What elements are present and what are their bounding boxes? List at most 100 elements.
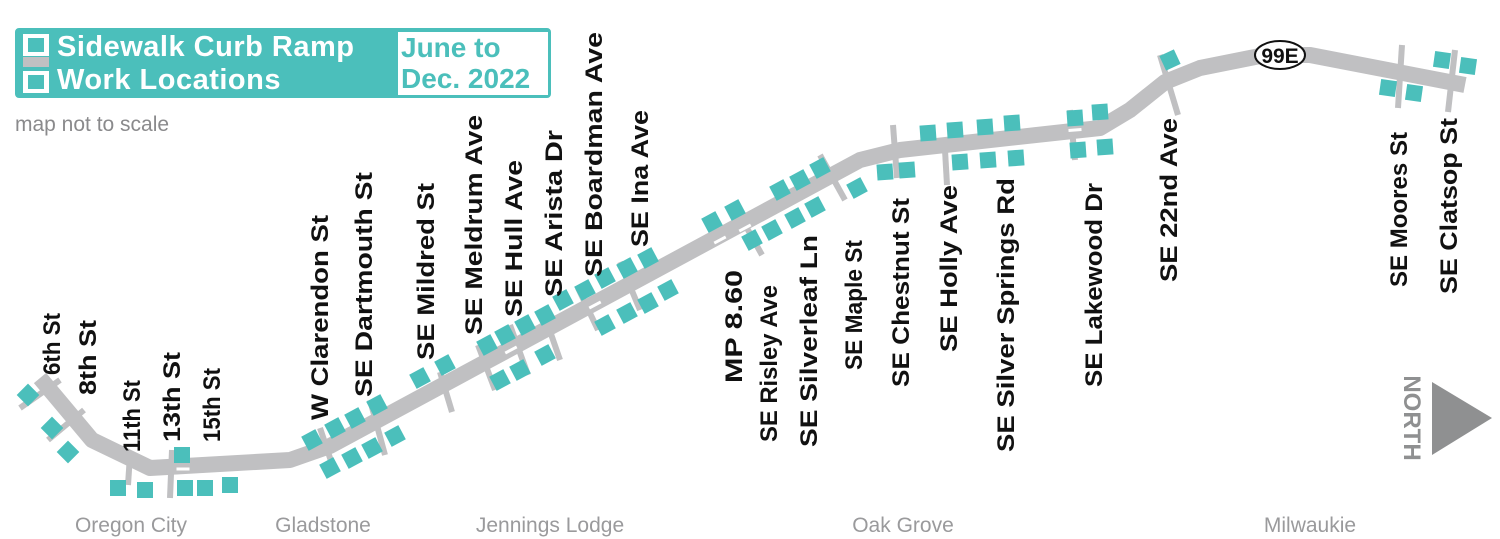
curb-ramp-marker bbox=[761, 219, 783, 241]
street-label: SE Maple St bbox=[841, 240, 868, 370]
town-oak-grove: Oak Grove bbox=[852, 514, 954, 537]
curb-ramp-legend-icon bbox=[23, 34, 49, 56]
curb-ramp-marker bbox=[976, 118, 994, 136]
curb-ramp-marker bbox=[637, 292, 659, 314]
highway-shield-label: 99E bbox=[1261, 45, 1298, 68]
street-label: SE Silverleaf Ln bbox=[796, 235, 823, 447]
curb-ramp-marker bbox=[616, 257, 638, 279]
curb-ramp-marker bbox=[594, 267, 616, 289]
town-jennings-lodge: Jennings Lodge bbox=[476, 514, 624, 537]
street-label: 13th St bbox=[159, 352, 186, 442]
curb-ramp-marker bbox=[489, 369, 511, 391]
curb-ramp-marker bbox=[574, 279, 596, 301]
street-labels: 6th St 8th St 11th St 13th St 15th St W Clare… bbox=[39, 32, 1463, 452]
curb-ramp-marker bbox=[301, 429, 323, 451]
curb-ramp-marker bbox=[361, 437, 383, 459]
curb-ramp-marker bbox=[222, 477, 238, 493]
curb-ramp-marker bbox=[197, 480, 213, 496]
street-label: SE Hull Ave bbox=[501, 160, 528, 317]
curb-ramp-marker bbox=[1003, 114, 1021, 132]
curb-ramp-legend-icon bbox=[23, 71, 49, 93]
curb-ramp-marker bbox=[16, 383, 40, 407]
curb-ramp-marker bbox=[594, 314, 616, 336]
curb-ramp-marker bbox=[56, 440, 80, 464]
legend-title-line1: Sidewalk Curb Ramp bbox=[57, 31, 355, 63]
curb-ramp-marker bbox=[509, 359, 531, 381]
town-labels: Oregon City Gladstone Jennings Lodge Oak… bbox=[75, 514, 1356, 537]
curb-ramp-marker bbox=[434, 354, 456, 376]
curb-ramp-marker bbox=[769, 179, 791, 201]
curb-ramp-marker bbox=[701, 211, 723, 233]
street-label: SE 22nd Ave bbox=[1156, 118, 1183, 282]
street-label: SE Silver Springs Rd bbox=[993, 178, 1020, 452]
town-gladstone: Gladstone bbox=[275, 514, 371, 537]
legend-date-line2: Dec. 2022 bbox=[401, 63, 531, 94]
curb-ramp-marker bbox=[534, 344, 556, 366]
curb-ramp-marker bbox=[946, 121, 964, 139]
curb-ramp-marker bbox=[1378, 78, 1398, 98]
curb-ramp-marker bbox=[784, 207, 806, 229]
curb-ramp-marker bbox=[552, 289, 574, 311]
curb-ramp-marker bbox=[1069, 141, 1087, 159]
street-label: W Clarendon St bbox=[307, 215, 334, 420]
street-label: SE Risley Ave bbox=[756, 285, 783, 442]
street-label: SE Ina Ave bbox=[627, 110, 654, 247]
street-label: SE Clatsop St bbox=[1436, 118, 1463, 294]
curb-ramp-marker bbox=[1007, 149, 1025, 167]
street-label: SE Lakewood Dr bbox=[1081, 183, 1108, 387]
north-label: NORTH bbox=[1398, 375, 1425, 460]
curb-ramp-marker bbox=[341, 447, 363, 469]
curb-ramp-marker bbox=[789, 169, 811, 191]
curb-ramp-marker bbox=[1096, 138, 1114, 156]
legend-date: June to Dec. 2022 bbox=[398, 32, 548, 95]
curb-ramp-marker bbox=[137, 482, 153, 498]
curb-ramp-marker bbox=[657, 279, 679, 301]
curb-ramp-marker bbox=[919, 124, 937, 142]
legend-title-line2: Work Locations bbox=[57, 64, 281, 96]
street-label: 6th St bbox=[39, 313, 66, 375]
curb-ramp-marker bbox=[494, 324, 516, 346]
curb-ramp-marker bbox=[344, 407, 366, 429]
curb-ramp-marker bbox=[1066, 109, 1084, 127]
north-arrow: NORTH bbox=[1398, 375, 1492, 461]
street-label: SE Chestnut St bbox=[888, 198, 915, 387]
north-arrow-icon bbox=[1432, 382, 1492, 455]
street-label: SE Meldrum Ave bbox=[461, 115, 488, 335]
curb-ramp-marker bbox=[1432, 50, 1452, 70]
curb-ramp-marker bbox=[1091, 103, 1109, 121]
curb-ramp-marker bbox=[514, 314, 536, 336]
curb-ramp-marker bbox=[409, 367, 431, 389]
curb-ramp-marker bbox=[366, 394, 388, 416]
street-label: SE Dartmouth St bbox=[351, 172, 378, 397]
curb-ramp-marker bbox=[476, 334, 498, 356]
curb-ramp-marker bbox=[898, 161, 916, 179]
curb-ramp-marker bbox=[951, 153, 969, 171]
curb-ramp-marker bbox=[1458, 56, 1478, 76]
highway-99e-route bbox=[33, 47, 1467, 476]
street-label: SE Moores St bbox=[1386, 132, 1413, 287]
curb-ramp-marker bbox=[110, 480, 126, 496]
town-milwaukie: Milwaukie bbox=[1264, 514, 1356, 537]
scale-note: map not to scale bbox=[15, 113, 170, 136]
legend-date-line1: June to bbox=[401, 32, 501, 63]
street-label: 15th St bbox=[199, 368, 226, 442]
curb-ramp-marker bbox=[384, 425, 406, 447]
street-label: 11th St bbox=[119, 380, 146, 452]
curb-ramp-marker bbox=[724, 199, 746, 221]
curb-ramp-marker bbox=[979, 151, 997, 169]
town-oregon-city: Oregon City bbox=[75, 514, 188, 537]
street-label: SE Boardman Ave bbox=[581, 32, 608, 277]
curb-ramp-marker bbox=[1159, 49, 1181, 71]
curb-ramp-marker bbox=[809, 157, 831, 179]
medians bbox=[175, 126, 1083, 472]
curb-ramp-marker bbox=[40, 416, 64, 440]
curb-ramp-marker bbox=[616, 302, 638, 324]
curb-ramp-marker bbox=[174, 447, 190, 463]
street-label: 8th St bbox=[75, 320, 102, 395]
street-label: SE Holly Ave bbox=[936, 185, 963, 352]
street-label: SE Arista Dr bbox=[541, 130, 568, 297]
curb-ramp-marker bbox=[324, 417, 346, 439]
street-label: SE Mildred St bbox=[413, 183, 440, 360]
curb-ramp-marker bbox=[846, 177, 868, 199]
